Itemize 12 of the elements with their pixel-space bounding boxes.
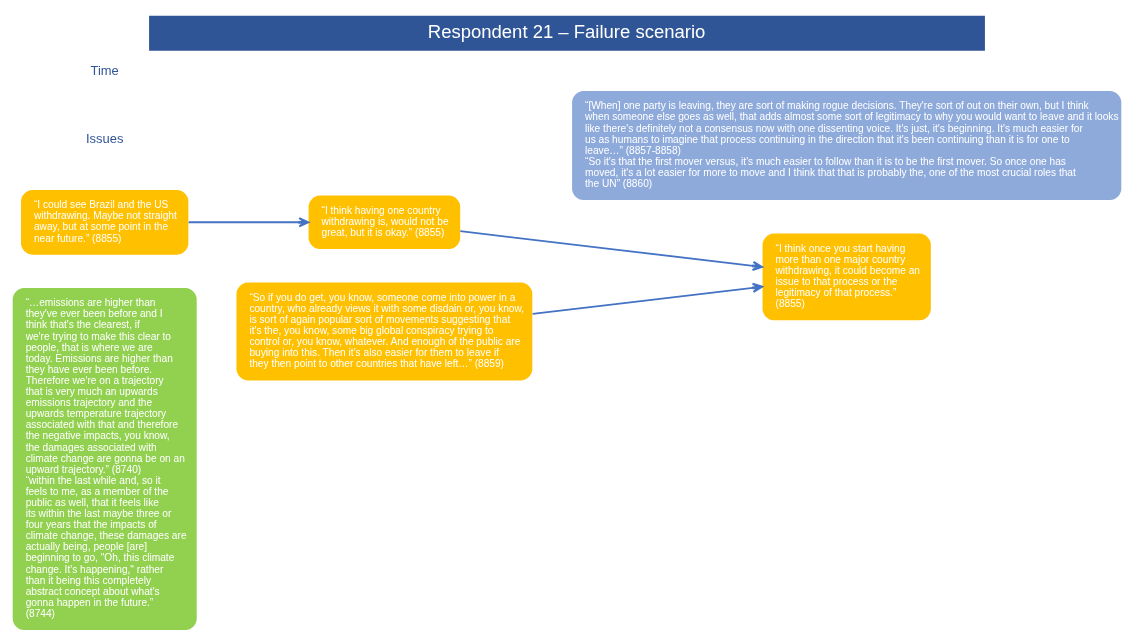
diagram-title: Respondent 21 – Failure scenario <box>427 20 706 42</box>
arrow <box>187 217 310 228</box>
node-box: “[When] one party is leaving, they are sort of making rogue decisions. They're sort of out on their own, but I think when someone else goes as well, that adds almost some sort of legitimacy to why you would want to leave and it looks like there's definitely not a consensus now with one dissenting voice. It's just, it's beginning. It's much easier for us as humans to imagine that process continuing in the direction that it's been continuing than it is for one to leave…” (8857-8858) “So it's that the first mover versus, it's much easier to follow than it is to be the first mover. So once one has moved, it's a lot easier for more to move and I think that that is probably the, one of the most crucial roles that the UN” (8860) <box>572 91 1122 201</box>
arrow <box>459 230 764 271</box>
node-box: “…emissions are higher than they've ever been before and I think that's the clearest, if we're trying to make this clear to people, that is where we are today. Emissions are higher than they have ever been before. Therefore we're on a trajectory that is very much an upwards emissions trajectory and the upwards temperature trajectory associated with that and therefore the negative impacts, you know, the damages associated with climate change are gonna be on an upward trajectory.” (8740) “within the last while and, so it feels to me, as a member of the public as well, that it feels like its within the last maybe three or four years that the impacts of climate change, these damages are actually being, people [are] beginning to go, "Oh, this climate change. It's happening," rather than it being this completely abstract concept about what's gonna happen in the future.” (8744) <box>12 287 197 631</box>
label: Time <box>90 63 119 79</box>
node-box: “I could see Brazil and the US withdrawing. Maybe not straight away, but at some point in the near future.” (8855) <box>21 189 189 255</box>
arrow <box>531 282 764 315</box>
node-box: “So if you do get, you know, someone come into power in a country, who already views it with some disdain or, you know, is sort of again popular sort of movements suggesting that it's the, you know, some big global conspiracy trying to control or, you know, whatever. And enough of the public are buying into this. Then it's also easier for them to leave if they then point to other countries that have left…” (8859) <box>236 282 533 381</box>
node-box: “I think having one country withdrawing is, would not be great, but it is okay.” (8855) <box>308 195 461 250</box>
label: Issues <box>85 130 124 146</box>
node-box: “I think once you start having more than one major country withdrawing, it could become an issue to that process or the legitimacy of that process.” (8855) <box>762 233 931 321</box>
